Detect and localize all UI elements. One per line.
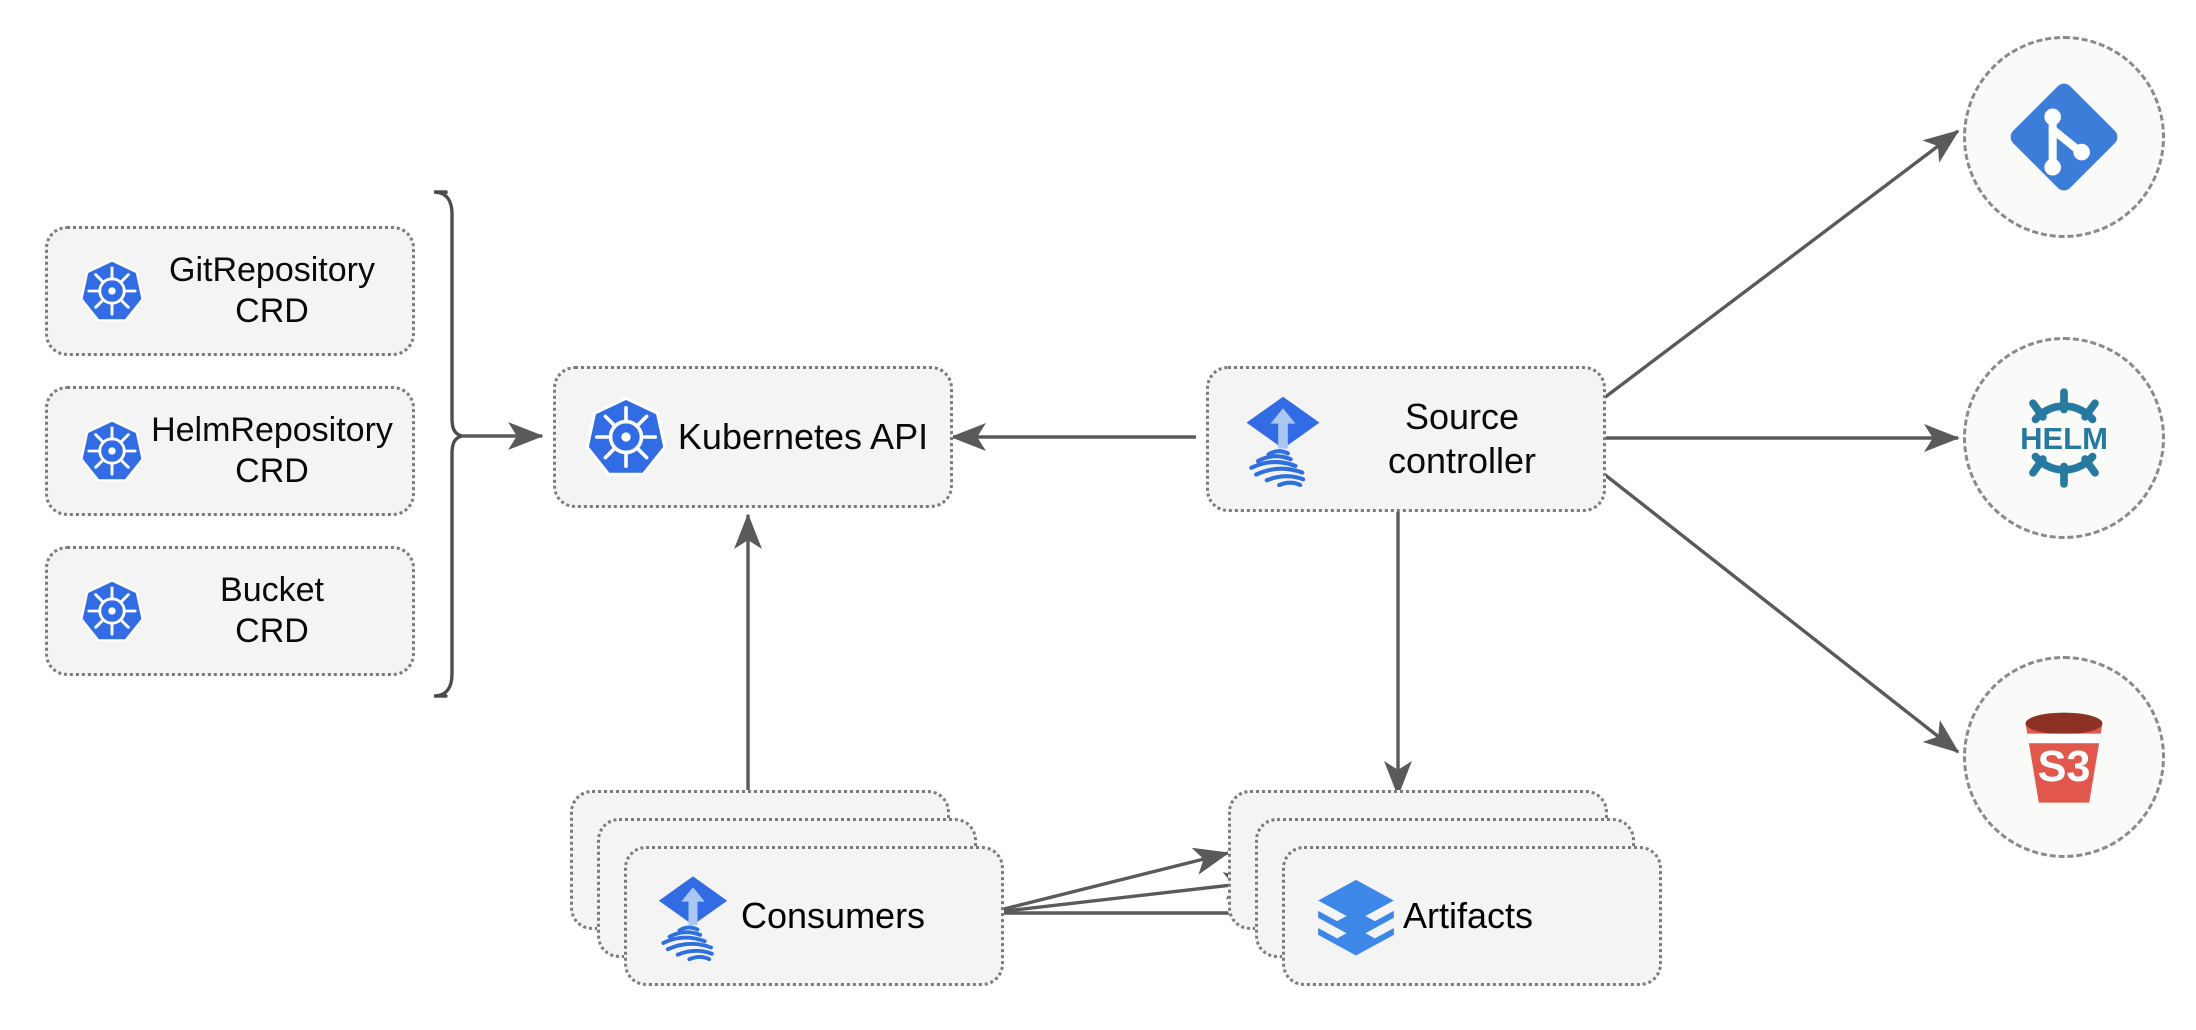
flux-icon	[1231, 391, 1335, 487]
helm-repository-circle[interactable]: HELM	[1963, 337, 2165, 539]
consumers-box[interactable]: Consumers	[624, 846, 1004, 986]
consumers-stack[interactable]: Consumers	[570, 790, 1004, 990]
kubernetes-api-label: Kubernetes API	[677, 416, 929, 458]
kubernetes-icon	[580, 394, 672, 480]
git-provider-circle[interactable]	[1963, 36, 2165, 238]
svg-text:HELM: HELM	[2020, 421, 2108, 456]
kubernetes-api-box[interactable]: Kubernetes API	[553, 366, 953, 508]
crd-box-bucket[interactable]: Bucket CRD	[45, 546, 415, 676]
kubernetes-icon	[74, 577, 150, 645]
crd-label: Bucket CRD	[220, 570, 324, 650]
git-icon	[2001, 74, 2127, 200]
crd-box-gitrepository[interactable]: GitRepository CRD	[45, 226, 415, 356]
crd-box-helmrepository[interactable]: HelmRepository CRD	[45, 386, 415, 516]
edge-source-controller-to-git	[1602, 129, 1960, 400]
crd-group-brace	[433, 190, 463, 698]
edge-source-controller-to-s3	[1602, 472, 1960, 754]
source-controller-box[interactable]: Source controller	[1206, 366, 1606, 512]
helm-icon: HELM	[2002, 376, 2126, 500]
source-controller-label: Source controller	[1387, 396, 1537, 481]
kubernetes-icon	[74, 257, 150, 325]
artifacts-stack[interactable]: Artifacts	[1228, 790, 1662, 990]
s3-bucket-circle[interactable]: S3	[1963, 656, 2165, 858]
crd-label: HelmRepository CRD	[151, 410, 393, 490]
svg-text:S3: S3	[2038, 743, 2091, 791]
artifacts-box[interactable]: Artifacts	[1282, 846, 1662, 986]
kubernetes-icon	[74, 417, 150, 485]
edge-consumers-to-artifacts-1	[987, 847, 1230, 915]
crd-label: GitRepository CRD	[169, 250, 375, 330]
layers-icon	[1309, 873, 1403, 959]
edge-consumers-to-artifacts-2	[987, 872, 1260, 915]
flux-icon	[645, 871, 741, 961]
consumers-label: Consumers	[741, 895, 926, 936]
s3-icon: S3	[2004, 697, 2124, 817]
artifacts-label: Artifacts	[1403, 895, 1534, 936]
